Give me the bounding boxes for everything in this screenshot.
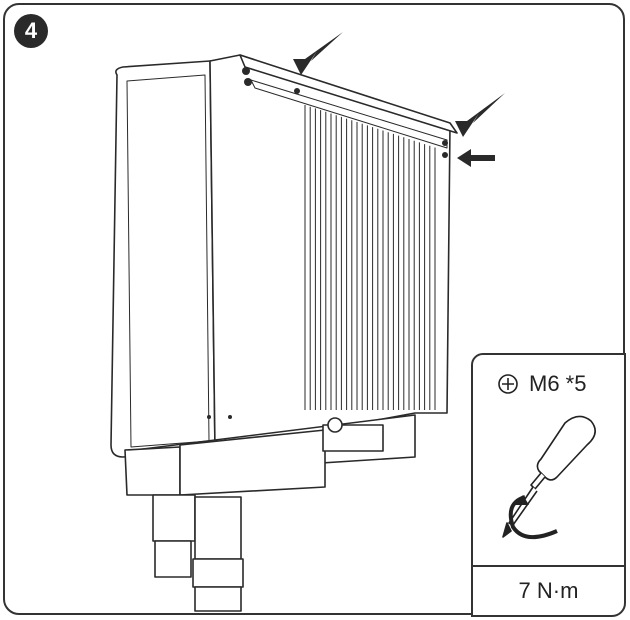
torque-value: 7 N·m: [518, 578, 579, 603]
inverter-illustration: [110, 32, 505, 612]
instruction-panel: 4: [3, 3, 625, 615]
screw-spec-label: M6 *5: [529, 371, 587, 396]
tool-spec-box: M6 *5 7 N·m: [471, 353, 626, 617]
spec-divider: [473, 565, 624, 567]
screwdriver-icon: [502, 415, 596, 539]
screw-spec-row: M6 *5: [497, 371, 586, 397]
phillips-screw-icon: [498, 374, 518, 394]
step-number-badge: 4: [14, 14, 48, 48]
